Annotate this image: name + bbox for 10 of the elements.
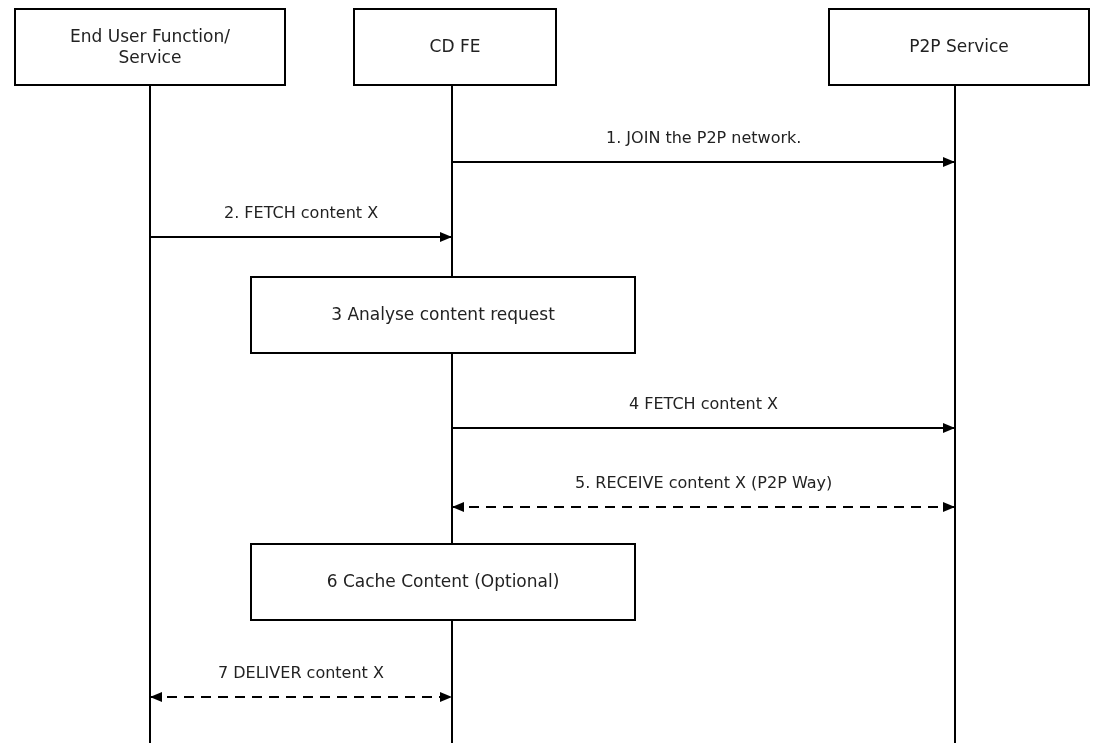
participant-label: P2P Service bbox=[909, 36, 1009, 58]
dashed-arrow bbox=[451, 502, 956, 512]
process-box: 3 Analyse content request bbox=[250, 276, 636, 354]
process-box: 6 Cache Content (Optional) bbox=[250, 543, 636, 621]
arrow bbox=[149, 232, 453, 242]
dashed-arrow bbox=[149, 692, 453, 702]
arrow bbox=[451, 423, 956, 433]
participant-label: CD FE bbox=[429, 36, 481, 58]
participant-label: End User Function/ Service bbox=[69, 25, 231, 69]
arrow bbox=[451, 157, 956, 167]
